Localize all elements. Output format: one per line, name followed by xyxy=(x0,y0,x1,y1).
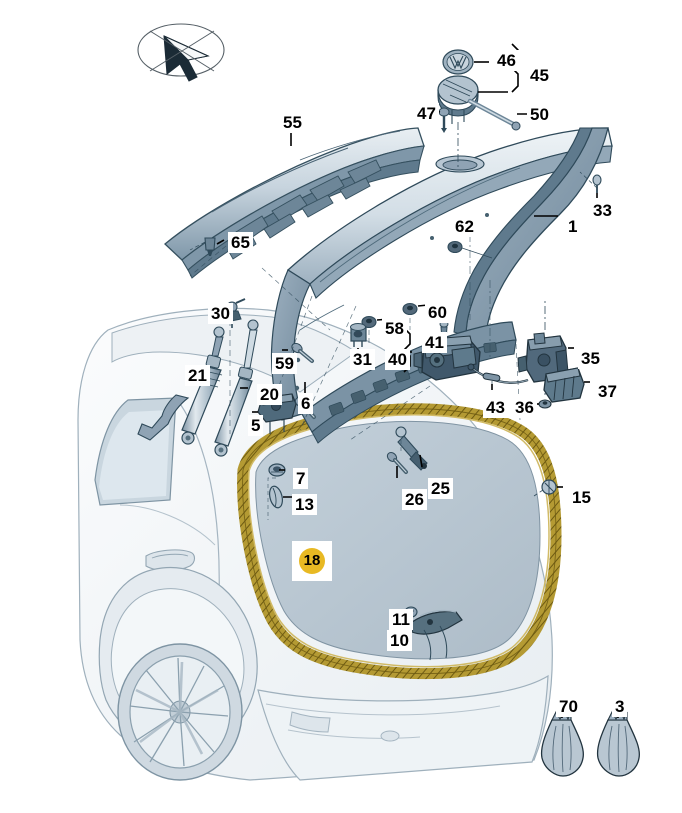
callout-label-nut[interactable]: 36 xyxy=(512,397,537,418)
callout-label-plug[interactable]: 15 xyxy=(569,487,594,508)
wheel-icon xyxy=(117,643,243,781)
tailgate-seal-part-18 xyxy=(237,403,562,680)
callout-label-handle-camera-assembly[interactable]: 45 xyxy=(527,65,552,86)
callout-label-vw-emblem-badge[interactable]: 46 xyxy=(494,50,519,71)
callout-label-lock-unit[interactable]: 35 xyxy=(578,348,603,369)
callout-label-release-cable[interactable]: 43 xyxy=(483,397,508,418)
grommet-part-62 xyxy=(447,240,493,259)
callout-label-hinge-screw[interactable]: 6 xyxy=(298,393,314,414)
nut-part-36 xyxy=(538,399,552,409)
callout-label-grommet[interactable]: 60 xyxy=(425,302,450,323)
bracket-screw-part-26 xyxy=(386,452,408,474)
bushing-part-31 xyxy=(350,323,367,347)
callout-badge-tailgate-seal[interactable]: 18 xyxy=(299,548,325,574)
vw-emblem-part-46 xyxy=(442,49,474,75)
lock-bracket-part-37 xyxy=(543,367,585,403)
spoiler-clip-part-65 xyxy=(189,237,216,256)
gas-strut-part-20 xyxy=(214,319,259,457)
release-cable-part-43 xyxy=(467,363,529,390)
callout-label-gas-strut-right[interactable]: 20 xyxy=(257,384,282,405)
callout-label-rear-spoiler[interactable]: 55 xyxy=(280,112,305,133)
callout-label-lock-bracket[interactable]: 37 xyxy=(595,381,620,402)
callout-label-parts-bag[interactable]: 70 xyxy=(556,696,581,717)
callout-label-ball-stud[interactable]: 30 xyxy=(208,303,233,324)
parts-bag-part-3 xyxy=(596,709,640,777)
callout-label-tailgate-frame[interactable]: 1 xyxy=(565,216,581,237)
callout-label-latch-pin[interactable]: 41 xyxy=(422,332,447,353)
grommet-part-58 xyxy=(361,315,377,329)
lock-unit-part-35 xyxy=(517,300,569,396)
callout-label-spoiler-clip[interactable]: 65 xyxy=(228,232,253,253)
callout-label-bracket-screw[interactable]: 26 xyxy=(402,489,427,510)
release-rod-part-50 xyxy=(467,98,521,131)
gas-strut-part-21 xyxy=(181,326,225,445)
callout-label-grommet[interactable]: 62 xyxy=(452,216,477,237)
callout-label-clip[interactable]: 33 xyxy=(590,200,615,221)
screw-part-59 xyxy=(291,342,314,363)
latch-motor-part-40 xyxy=(413,335,481,381)
callout-label-screw[interactable]: 47 xyxy=(414,103,439,124)
callout-label-striker-catch[interactable]: 10 xyxy=(387,630,412,651)
tailgate-frame-part-1 xyxy=(270,127,613,444)
strut-bracket-arm xyxy=(137,394,190,441)
callout-label-hinge[interactable]: 5 xyxy=(248,415,264,436)
callout-label-plug[interactable]: 13 xyxy=(292,494,317,515)
screw-part-47 xyxy=(438,107,450,133)
callout-label-grommet[interactable]: 11 xyxy=(389,609,413,630)
callout-label-screw[interactable]: 59 xyxy=(272,353,297,374)
grommet-part-60 xyxy=(402,302,418,316)
plug-part-15 xyxy=(533,479,557,497)
callout-label-parts-bag[interactable]: 3 xyxy=(612,696,628,717)
callout-label-strut-bracket[interactable]: 25 xyxy=(428,478,453,499)
callout-label-latch-motor-assembly[interactable]: 40 xyxy=(385,349,410,370)
callout-label-release-rod[interactable]: 50 xyxy=(527,104,552,125)
parts-bag-part-70 xyxy=(540,709,584,777)
no-cursor-watermark-icon xyxy=(137,23,225,82)
striker-catch-part-10 xyxy=(411,609,463,661)
callout-label-gas-strut-left[interactable]: 21 xyxy=(185,365,210,386)
clip-part-33 xyxy=(579,171,602,193)
callout-label-grommet[interactable]: 7 xyxy=(293,468,309,489)
callout-label-bushing[interactable]: 31 xyxy=(350,349,375,370)
plug-part-13 xyxy=(268,485,284,509)
callout-label-grommet[interactable]: 58 xyxy=(382,318,407,339)
tailgate-opening-glass xyxy=(255,420,541,660)
